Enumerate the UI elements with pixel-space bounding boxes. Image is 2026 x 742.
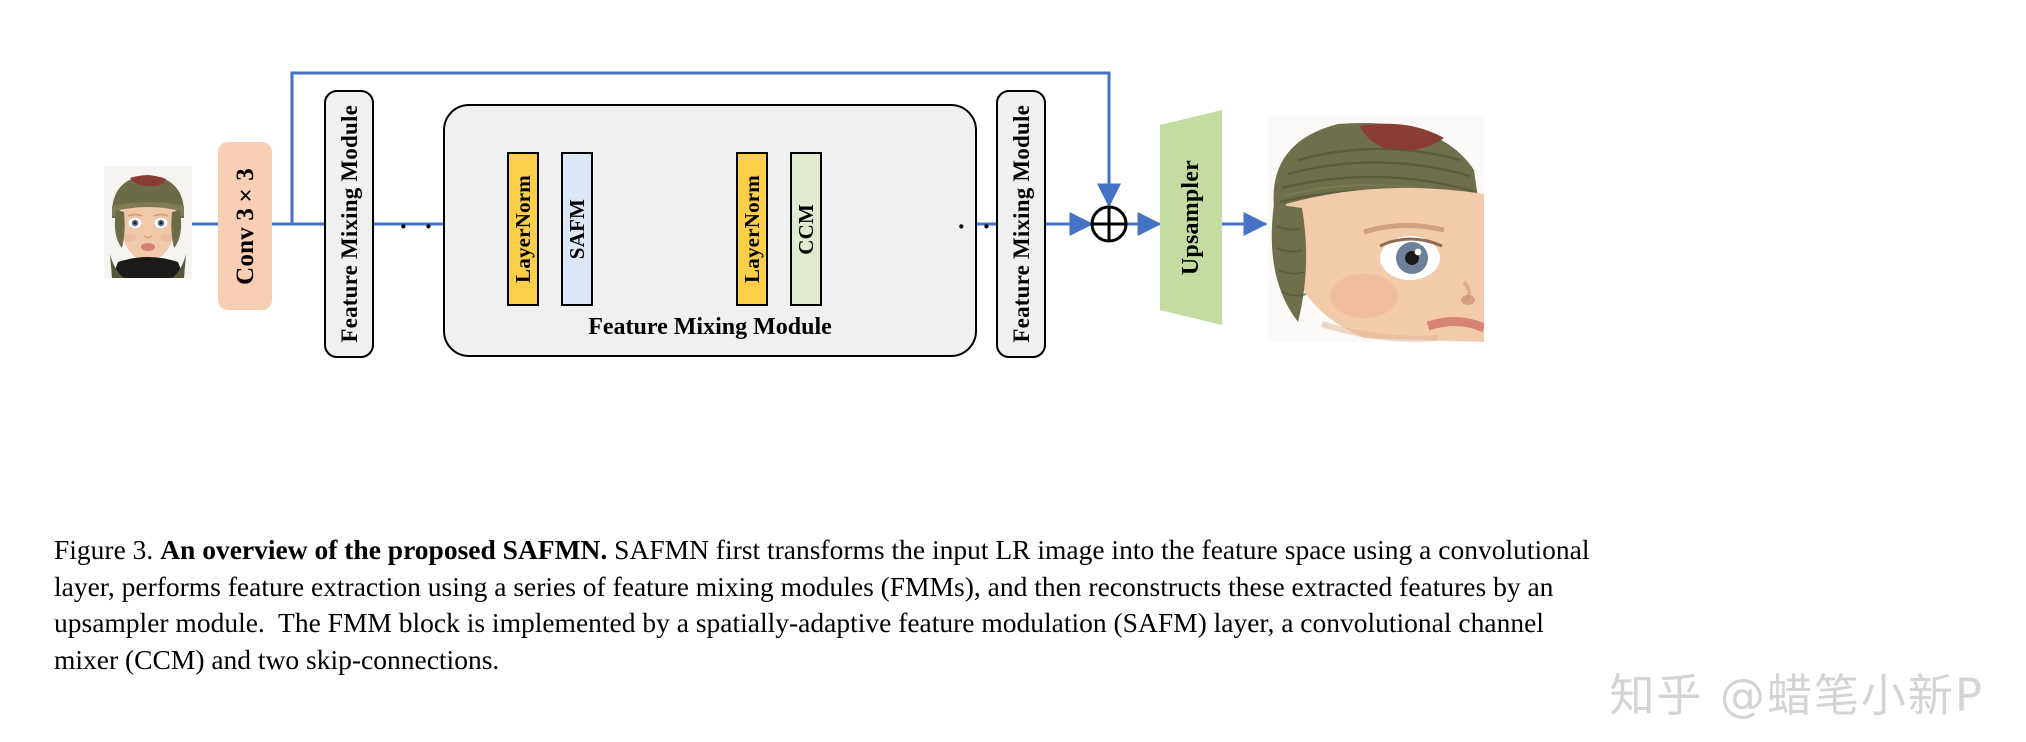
- caption-line-4: mixer (CCM) and two skip-connections.: [54, 643, 500, 675]
- upsampler-block: Upsampler: [1160, 110, 1222, 325]
- zhihu-watermark: 知乎 @蜡笔小新P: [1609, 669, 1984, 722]
- figure-number: Figure 3.: [54, 534, 154, 565]
- layernorm-block-1: LayerNorm: [507, 152, 539, 306]
- input-lr-image: [104, 166, 192, 278]
- caption-line-2: layer, performs feature extraction using…: [54, 570, 1554, 602]
- layernorm-block-2: LayerNorm: [736, 152, 768, 306]
- safmn-architecture-diagram: Conv 3×3 Feature Mixing Module · · · Fea…: [104, 71, 1484, 358]
- conv-3x3-label: Conv 3×3: [231, 167, 259, 285]
- upsampler-label: Upsampler: [1178, 159, 1204, 276]
- figure-title-bold: An overview of the proposed SAFMN.: [160, 534, 608, 565]
- fmm-left-label: Feature Mixing Module: [336, 105, 362, 343]
- global-add-node: [1090, 205, 1128, 243]
- upsampler-shape: [1160, 110, 1222, 325]
- ccm-label: CCM: [793, 203, 818, 255]
- caption-line-3: upsampler module. The FMM block is imple…: [54, 607, 1544, 638]
- safm-block: SAFM: [561, 152, 593, 306]
- layernorm-1-label: LayerNorm: [510, 175, 535, 283]
- output-hr-image: [1268, 116, 1484, 342]
- feature-mixing-module-left: Feature Mixing Module: [324, 90, 374, 358]
- caption-rest-1: SAFMN first transforms the input LR imag…: [607, 534, 1590, 565]
- feature-mixing-module-right: Feature Mixing Module: [996, 90, 1046, 358]
- fmm-detail-title: Feature Mixing Module: [588, 314, 832, 340]
- layernorm-2-label: LayerNorm: [739, 175, 764, 283]
- fmm-right-label: Feature Mixing Module: [1008, 105, 1034, 343]
- figure-caption: Figure 3. An overview of the proposed SA…: [54, 532, 1974, 678]
- conv-3x3-block: Conv 3×3: [218, 142, 272, 310]
- caption-line-1: Figure 3. An overview of the proposed SA…: [54, 532, 1974, 569]
- ccm-block: CCM: [790, 152, 822, 306]
- safm-label: SAFM: [564, 198, 589, 260]
- upsampler-label-wrap: Upsampler: [1160, 110, 1222, 325]
